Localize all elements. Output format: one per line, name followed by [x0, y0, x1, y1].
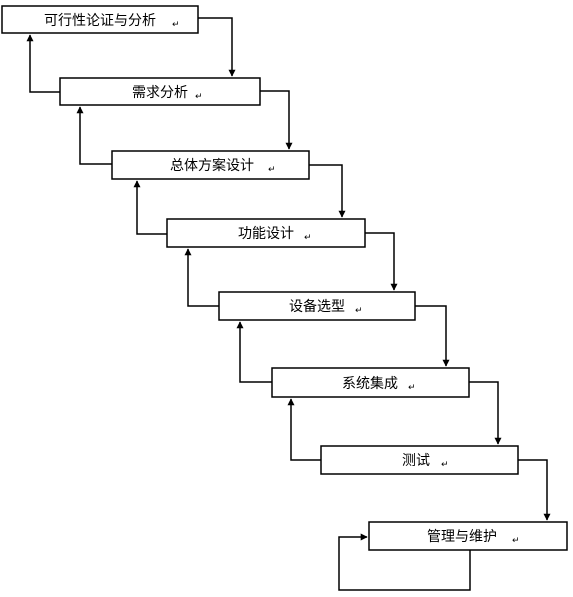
forward-arrow	[198, 17, 236, 77]
feedback-arrow	[184, 248, 219, 307]
feedback-arrow	[76, 106, 112, 165]
stage-label-equipment-selection: 设备选型	[289, 298, 345, 315]
return-mark: ↵	[512, 536, 520, 546]
maintenance-loop-arrow	[338, 533, 471, 591]
return-mark: ↵	[195, 92, 203, 102]
forward-arrow	[518, 459, 551, 521]
stage-label-system-integration: 系统集成	[342, 375, 398, 392]
feedback-arrow	[26, 34, 60, 93]
forward-arrow	[260, 90, 293, 150]
return-mark: ↵	[441, 460, 449, 470]
stage-label-overall-design: 总体方案设计	[170, 157, 254, 174]
stage-equipment-selection: 设备选型 ↵	[218, 291, 416, 321]
stage-label-function-design: 功能设计	[238, 226, 294, 242]
forward-arrow	[365, 232, 398, 291]
return-mark: ↵	[304, 233, 312, 243]
return-mark: ↵	[172, 20, 180, 30]
stage-label-maintenance: 管理与维护	[427, 529, 497, 545]
stage-maintenance: 管理与维护 ↵	[368, 521, 568, 551]
forward-arrow	[469, 381, 502, 445]
feedback-arrow	[287, 398, 321, 461]
stage-feasibility: 可行性论证与分析 ↵	[1, 5, 199, 34]
stage-testing: 测试 ↵	[320, 445, 519, 475]
stage-function-design: 功能设计 ↵	[166, 218, 366, 248]
return-mark: ↵	[408, 383, 416, 393]
feedback-arrow	[133, 180, 167, 235]
stage-label-requirements: 需求分析	[132, 85, 188, 101]
forward-arrow	[415, 305, 450, 367]
stage-system-integration: 系统集成 ↵	[271, 367, 470, 398]
return-mark: ↵	[268, 165, 276, 175]
stage-requirements: 需求分析 ↵	[59, 77, 261, 106]
return-mark: ↵	[355, 306, 363, 316]
feedback-arrow	[236, 321, 272, 383]
stage-label-testing: 测试	[402, 453, 430, 469]
forward-arrow	[309, 164, 346, 218]
stage-label-feasibility: 可行性论证与分析	[44, 13, 156, 29]
stage-overall-design: 总体方案设计 ↵	[111, 150, 310, 180]
